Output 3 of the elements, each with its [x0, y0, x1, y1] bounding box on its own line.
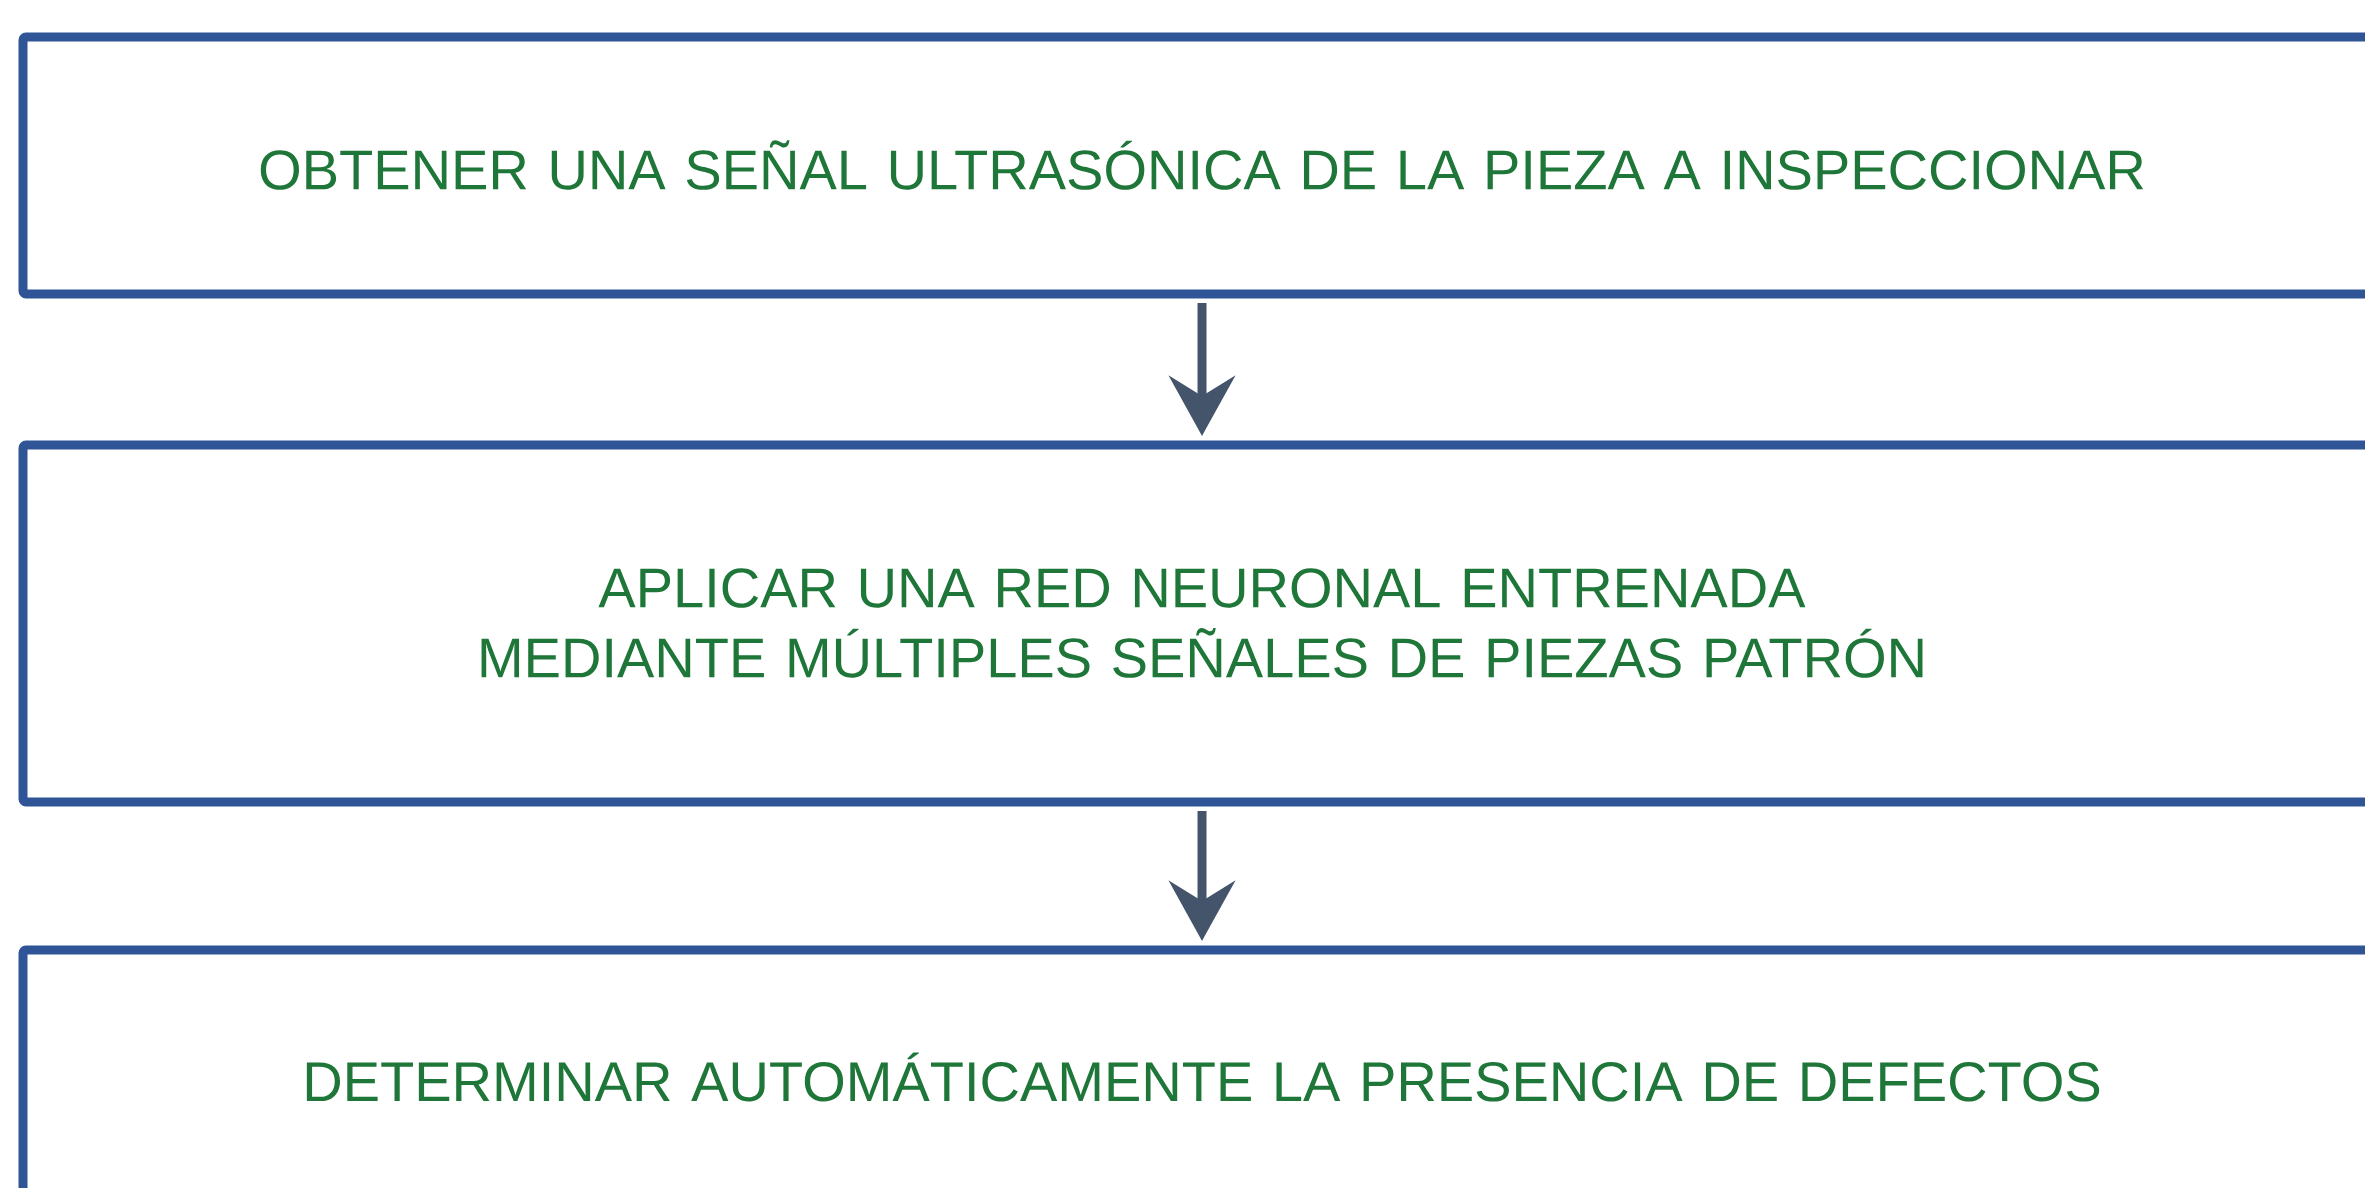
process-box: APLICAR UNA RED NEURONAL ENTRENADA MEDIANTE MÚLTIPLES SEÑALES DE PIEZAS PATRÓN	[18, 440, 2365, 807]
process-box: DETERMINAR AUTOMÁTICAMENTE LA PRESENCIA DE DEFECTOS	[18, 945, 2365, 1188]
process-box: OBTENER UNA SEÑAL ULTRASÓNICA DE LA PIEZA A INSPECCIONAR	[18, 32, 2365, 299]
